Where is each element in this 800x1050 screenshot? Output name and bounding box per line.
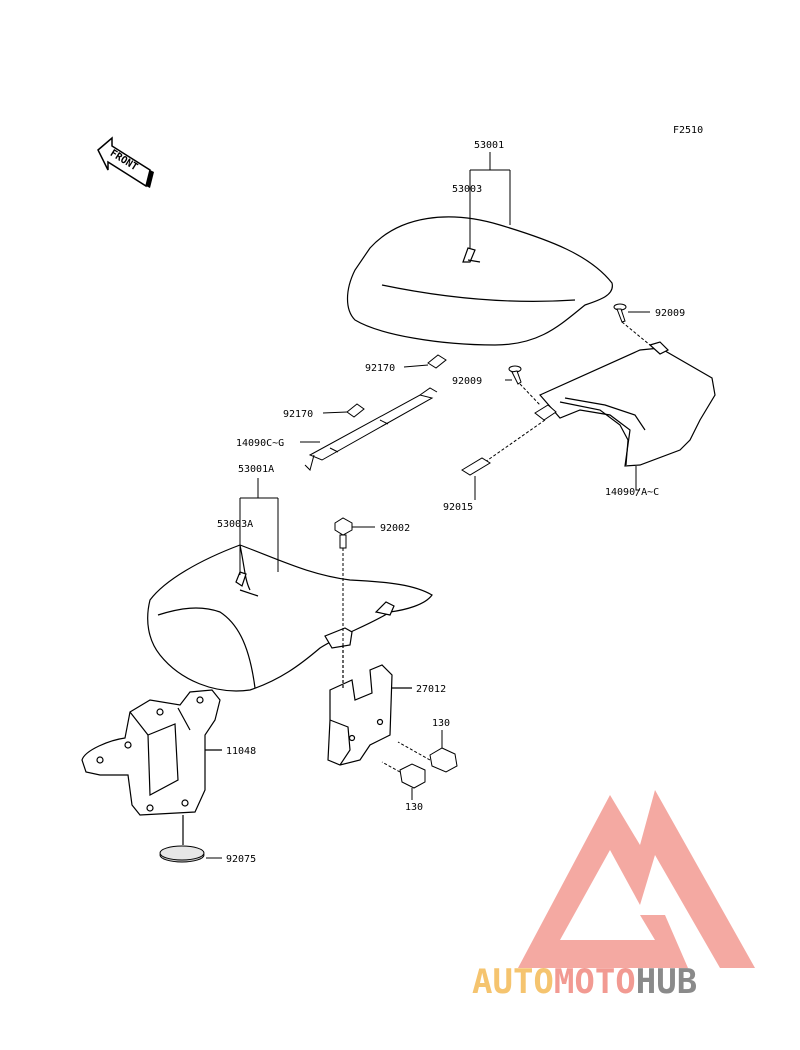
watermark-hub: HUB xyxy=(636,962,697,1002)
label-14090c: 14090C~G xyxy=(236,438,284,449)
label-92170-lower: 92170 xyxy=(283,409,313,420)
label-92002: 92002 xyxy=(380,523,410,534)
bolt-92002 xyxy=(334,517,375,645)
label-92075: 92075 xyxy=(226,854,256,865)
rear-seat xyxy=(346,216,613,346)
clip-92170-upper xyxy=(403,354,447,369)
leader-14090a xyxy=(635,466,640,491)
label-92170-upper: 92170 xyxy=(365,363,395,374)
automotohub-logo-icon xyxy=(518,790,755,968)
label-53003: 53003 xyxy=(452,184,482,195)
leader-53001a xyxy=(239,478,279,575)
clip-92170-lower xyxy=(322,403,365,418)
bolt-130-lower xyxy=(381,761,426,800)
label-53003a: 53003A xyxy=(217,519,253,530)
bracket-11048 xyxy=(81,689,222,845)
label-92015: 92015 xyxy=(443,502,473,513)
screw-92009-mid xyxy=(505,365,541,406)
bolt-130-upper xyxy=(397,730,458,773)
seat-cover xyxy=(539,341,716,467)
leader-53001 xyxy=(469,152,511,248)
label-11048: 11048 xyxy=(226,746,256,757)
clip-92015 xyxy=(461,457,491,500)
bracket-27012 xyxy=(327,645,412,766)
label-14090a: 14090/A~C xyxy=(605,487,659,498)
label-92009-mid: 92009 xyxy=(452,376,482,387)
watermark-auto: AUTO xyxy=(472,962,554,1002)
bracket-rod xyxy=(304,387,438,471)
front-arrow-icon: FRONT xyxy=(97,136,154,188)
label-53001: 53001 xyxy=(474,140,504,151)
watermark-moto: MOTO xyxy=(554,962,636,1002)
watermark-text: AUTOMOTOHUB xyxy=(472,962,697,1002)
figure-id: F2510 xyxy=(673,125,703,136)
label-53001a: 53001A xyxy=(238,464,274,475)
label-92009-upper: 92009 xyxy=(655,308,685,319)
front-seat xyxy=(147,544,433,692)
label-130-upper: 130 xyxy=(432,718,450,729)
washer-92075 xyxy=(159,845,222,863)
label-130-lower: 130 xyxy=(405,802,423,813)
cover-clip xyxy=(484,404,557,463)
label-27012: 27012 xyxy=(416,684,446,695)
screw-92009-upper xyxy=(613,303,651,346)
